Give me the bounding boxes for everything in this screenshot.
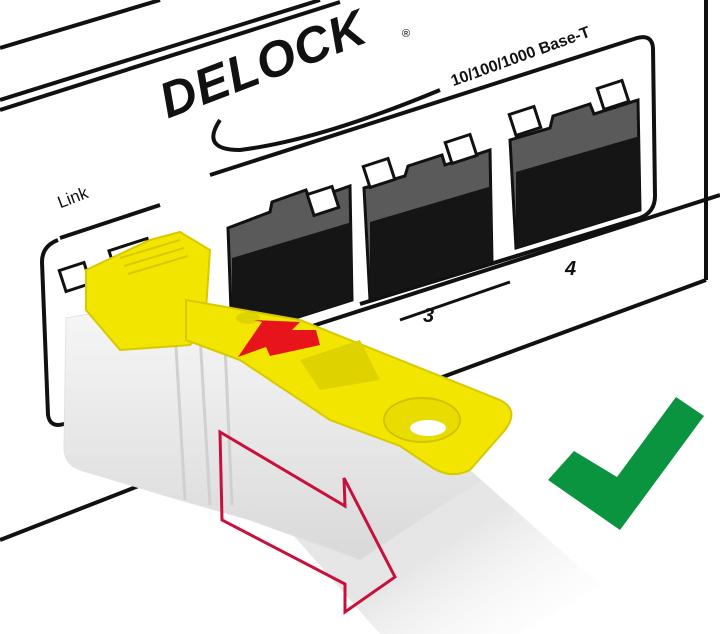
- logo-swoosh: [211, 88, 441, 153]
- push-arrow-icon: [238, 320, 320, 357]
- port-number-4: 4: [565, 258, 577, 280]
- port-number-3: 3: [423, 305, 435, 327]
- port-4: [507, 78, 642, 250]
- panel-edge-line: [299, 193, 720, 332]
- panel-edge-line: [399, 280, 511, 322]
- registered-mark: ®: [402, 28, 411, 40]
- pull-arrow-icon: [218, 429, 397, 615]
- port-bezel: [39, 35, 658, 427]
- check-mark-icon: [548, 397, 704, 530]
- network-cable: [63, 299, 600, 634]
- port-3: [361, 132, 494, 303]
- port-2: [226, 183, 354, 341]
